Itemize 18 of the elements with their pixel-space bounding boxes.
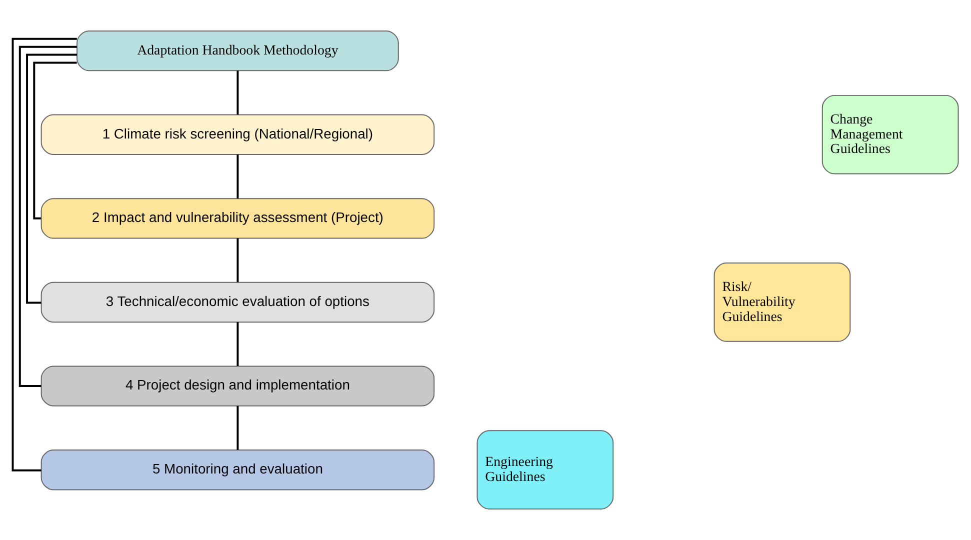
node-box: 2 Impact and vulnerability assessment (Project) xyxy=(40,198,435,239)
connector xyxy=(236,406,239,450)
connector xyxy=(236,70,239,115)
connector xyxy=(12,38,77,472)
connector xyxy=(236,154,239,198)
connector xyxy=(18,46,77,388)
connector xyxy=(236,238,239,282)
connector xyxy=(236,322,239,366)
node-box: 3 Technical/economic evaluation of options xyxy=(40,282,435,323)
node-box: 1 Climate risk screening (National/Regional) xyxy=(40,114,435,155)
node-box: Change Management Guidelines xyxy=(822,94,959,174)
node-box: Adaptation Handbook Methodology xyxy=(76,30,399,72)
node-box: Engineering Guidelines xyxy=(476,430,614,510)
node-box: Risk/ Vulnerability Guidelines xyxy=(714,262,851,342)
connector xyxy=(33,62,77,220)
connector xyxy=(26,54,77,304)
node-box: 5 Monitoring and evaluation xyxy=(40,450,435,490)
node-box: 4 Project design and implementation xyxy=(40,366,435,406)
